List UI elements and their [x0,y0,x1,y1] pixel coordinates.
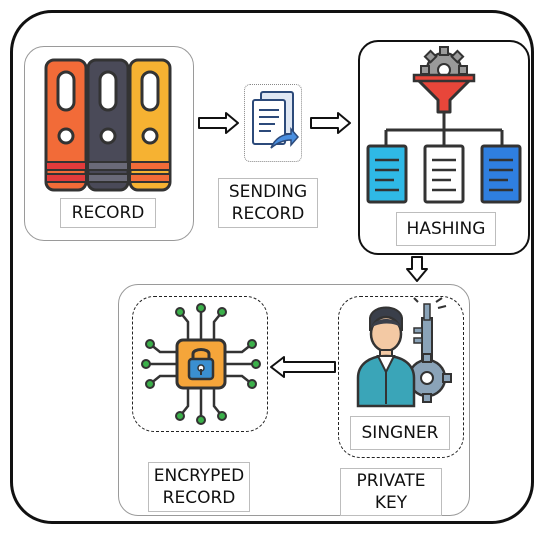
arrow-right-icon [198,112,239,134]
outer-frame [10,10,534,524]
encrypted-record-label: ENCRYPED RECORD [148,462,250,512]
chip-lock-icon [141,303,261,425]
private-key-label: PRIVATE KEY [340,468,442,516]
document-send-icon [252,91,299,149]
arrow-down-icon [406,256,428,282]
arrow-left-icon [270,356,336,378]
record-label: RECORD [60,198,156,228]
binders-icon [44,58,172,192]
hashing-label: HASHING [396,212,496,246]
hashing-funnel-icon [366,46,522,204]
singner-label: SINGNER [350,416,450,450]
arrow-right-icon [310,112,351,134]
person-key-icon [356,297,452,408]
sending-record-label: SENDING RECORD [218,178,318,228]
